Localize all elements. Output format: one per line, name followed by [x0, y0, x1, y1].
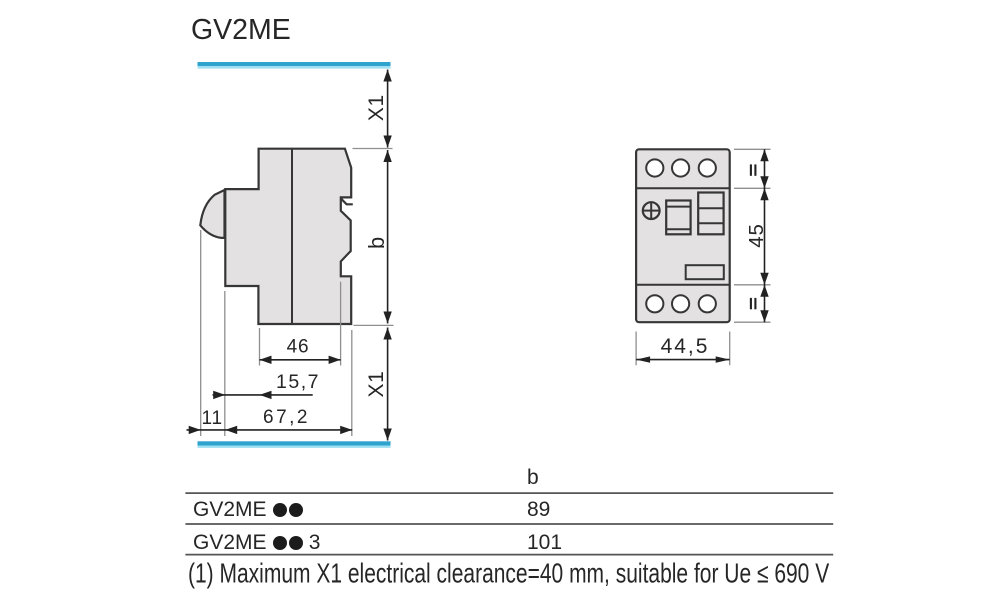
- svg-text:45: 45: [745, 223, 768, 247]
- svg-text:44,5: 44,5: [661, 335, 710, 358]
- svg-text:15,7: 15,7: [276, 371, 320, 393]
- svg-text:11: 11: [202, 408, 223, 429]
- svg-text:X1: X1: [365, 371, 388, 398]
- svg-text:67,2: 67,2: [263, 407, 310, 428]
- svg-text:b: b: [364, 236, 389, 249]
- svg-text:46: 46: [287, 337, 310, 358]
- svg-text:X1: X1: [365, 94, 388, 121]
